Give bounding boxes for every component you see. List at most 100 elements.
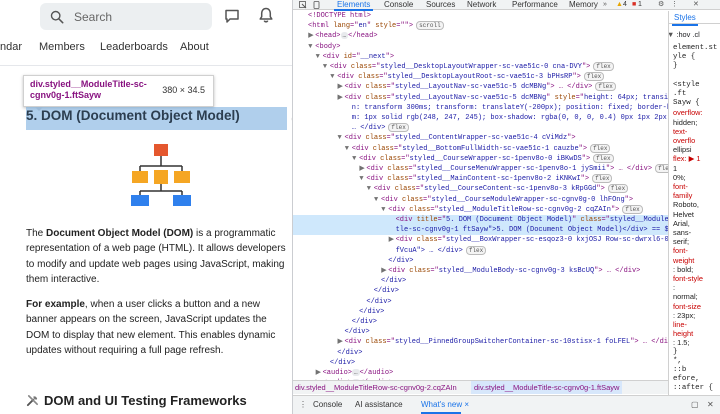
tab-sources[interactable]: Sources (426, 0, 456, 9)
css-rule-line[interactable]: Helvet (673, 209, 694, 219)
dom-node-row[interactable]: ▼<div class="styled__BottomFullWidth-sc-… (293, 143, 668, 154)
css-rule-line[interactable]: font- (673, 246, 688, 256)
search-input[interactable] (74, 9, 194, 24)
dom-node-row[interactable]: ▶<div class="styled__CourseMenuWrapper-s… (293, 164, 668, 174)
expand-triangle-icon[interactable]: ▶ (359, 165, 365, 173)
styles-filter-toggles[interactable]: ▼ :hov .cl (669, 30, 700, 40)
dom-node-row[interactable]: m: 1px solid rgb(248, 247, 245); box-sha… (293, 113, 668, 123)
dom-node-row[interactable]: ▶<head>…</head> (293, 31, 668, 41)
layout-badge[interactable]: flex (465, 245, 487, 255)
dom-node-row[interactable]: ▼<div class="styled__CourseModuleWrapper… (293, 195, 668, 205)
css-rule-line[interactable]: 1 (673, 163, 678, 173)
dom-node-row[interactable]: ▼<div class="styled__DesktopLayoutWrappe… (293, 62, 668, 72)
breadcrumb-item-row[interactable]: div.styled__ModuleTitleRow-sc-cgnv0g-2.c… (295, 383, 457, 392)
expand-triangle-icon[interactable]: ▶ (337, 93, 343, 102)
dom-node-row[interactable]: ▼<div id="__next"> (293, 52, 668, 62)
nav-members[interactable]: Members (39, 41, 85, 53)
collapsed-content-dots[interactable]: … (352, 369, 360, 376)
dom-node-row[interactable]: </div> (293, 276, 668, 286)
layout-badge[interactable]: flex (583, 72, 605, 82)
expand-triangle-icon[interactable]: ▶ (316, 378, 323, 380)
css-rule-line[interactable]: flex: ▶ 1 (673, 154, 701, 164)
dom-node-row[interactable]: tle-sc-cgnv0g-1 ftSayw">5. DOM (Document… (293, 225, 668, 236)
collapse-triangle-icon[interactable]: ▼ (330, 73, 335, 82)
tab-network[interactable]: Network (467, 0, 497, 9)
expand-triangle-icon[interactable]: ▶ (381, 267, 387, 275)
dom-node-row[interactable]: ▶<audio>…</audio> (293, 378, 668, 380)
dom-node-row[interactable]: ▶<div class="styled__ModuleBody-sc-cgnv0… (293, 266, 668, 276)
device-toolbar-icon[interactable] (313, 1, 321, 9)
css-rule-line[interactable]: line- (673, 320, 687, 329)
dom-node-row[interactable]: … </div>flex (293, 123, 668, 133)
expand-triangle-icon[interactable]: ▶ (337, 338, 343, 347)
collapse-triangle-icon[interactable]: ▼ (366, 185, 371, 194)
css-rule-line[interactable]: overflow: (673, 108, 703, 118)
css-rule-line[interactable]: family (673, 191, 693, 201)
css-rule-line[interactable]: : (673, 283, 676, 293)
tab-elements[interactable]: Elements (333, 0, 374, 11)
dom-node-row[interactable]: n: transform 300ms; transform: translate… (293, 103, 668, 113)
css-rule-line[interactable]: : 23px; (673, 310, 696, 320)
tab-performance[interactable]: Performance (512, 0, 558, 9)
warnings-count[interactable]: 4 (623, 1, 627, 8)
collapse-triangle-icon[interactable]: ▼ (344, 144, 349, 153)
layout-badge[interactable]: flex (607, 184, 629, 194)
dom-node-row[interactable]: ▼<div class="styled__DesktopLayoutRoot-s… (293, 72, 668, 82)
layout-badge[interactable]: flex (593, 153, 614, 163)
dom-node-row[interactable]: ▼<div class="styled__CourseContent-sc-1p… (293, 184, 668, 194)
css-rule-line[interactable]: font-size (673, 301, 701, 311)
dom-node-row[interactable]: ▶<div class="styled__LayoutNav-sc-vae51c… (293, 93, 669, 103)
dom-node-row[interactable]: </div> (293, 348, 668, 358)
nav-calendar[interactable]: ndar (0, 41, 23, 53)
expand-triangle-icon[interactable]: ▶ (337, 83, 343, 92)
css-rule-line[interactable]: sans- (673, 228, 692, 237)
errors-count[interactable]: 1 (638, 1, 642, 8)
styles-filter[interactable]: :hov .cl (676, 30, 700, 39)
dom-node-row[interactable]: <!DOCTYPE html> (293, 11, 668, 21)
css-rule-line[interactable]: hidden; (673, 117, 698, 127)
collapse-triangle-icon[interactable]: ▼ (337, 134, 342, 143)
nav-leaderboards[interactable]: Leaderboards (100, 41, 168, 53)
layout-badge[interactable]: flex (388, 123, 409, 133)
dom-node-row[interactable]: </div> (293, 317, 668, 327)
collapse-triangle-icon[interactable]: ▼ (315, 52, 320, 61)
collapse-triangle-icon[interactable]: ▼ (374, 195, 379, 204)
css-rule-line[interactable]: height (673, 329, 694, 339)
dom-node-row[interactable]: fVcuA"> … </div>flex (293, 245, 668, 256)
tab-memory[interactable]: Memory (569, 0, 598, 9)
dom-node-row[interactable]: </div> (293, 327, 668, 337)
css-rule-line[interactable]: ellipsi (673, 145, 692, 155)
css-rule-line[interactable]: serif; (673, 237, 690, 247)
more-tabs-icon[interactable]: » (603, 1, 607, 8)
dom-node-row[interactable]: ▼<div class="styled__ContentWrapper-sc-v… (293, 133, 668, 143)
layout-badge[interactable]: flex (592, 174, 613, 184)
layout-badge[interactable]: flex (590, 143, 611, 153)
dom-node-row[interactable]: </div> (293, 286, 668, 296)
layout-badge[interactable]: flex (622, 204, 643, 214)
drawer-tab-console[interactable]: Console (313, 400, 343, 409)
tab-styles[interactable]: Styles (672, 13, 698, 26)
drawer-tab-whats-new[interactable]: What's new × (421, 396, 469, 414)
layout-badge[interactable]: flex (593, 62, 614, 71)
dom-node-row[interactable]: ▶<div class="styled__PinnedGroupSwitcher… (293, 337, 669, 347)
search-box[interactable] (40, 3, 212, 30)
close-devtools-icon[interactable]: ✕ (693, 1, 699, 8)
dom-node-row[interactable]: <html lang="en" style="">scroll (293, 21, 668, 31)
breadcrumb-item-title[interactable]: div.styled__ModuleTitle-sc-cgnv0g-1.ftSa… (471, 381, 623, 394)
css-rule-line[interactable]: : bold; (673, 264, 694, 274)
dock-drawer-icon[interactable]: ▢ (691, 400, 699, 409)
css-rule-line[interactable]: text- (673, 126, 688, 136)
collapse-triangle-icon[interactable]: ▼ (381, 205, 386, 214)
css-rule-line[interactable]: overflo (673, 136, 696, 145)
css-rule-line[interactable]: 0%; (673, 172, 686, 182)
css-rule-line[interactable]: Roboto, (673, 200, 699, 210)
collapse-triangle-icon[interactable]: ▼ (322, 63, 328, 71)
settings-gear-icon[interactable]: ⚙ (658, 1, 665, 8)
dom-node-row[interactable]: </div> (293, 297, 668, 307)
css-rule-line[interactable]: weight (673, 255, 695, 265)
nav-about[interactable]: About (180, 41, 209, 53)
layout-badge[interactable]: scroll (416, 21, 444, 31)
dom-node-row[interactable]: </div> (293, 358, 668, 368)
more-options-icon[interactable]: ⋮ (671, 1, 678, 8)
drawer-menu-icon[interactable]: ⋮ (299, 400, 307, 409)
